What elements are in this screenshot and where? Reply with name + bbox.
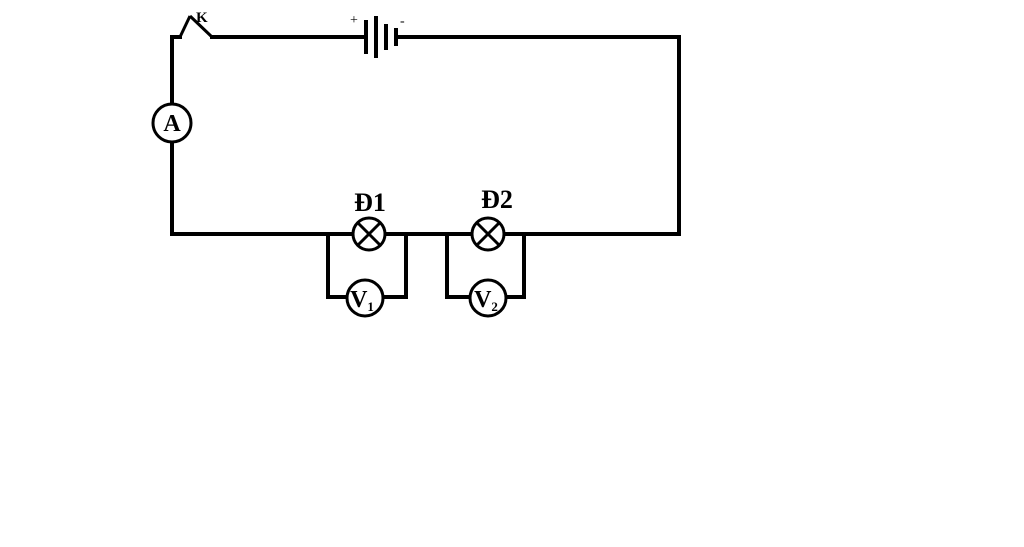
ammeter-circle — [151, 102, 193, 144]
voltmeter-1-letter: V — [350, 287, 368, 313]
switch-arm — [188, 14, 214, 39]
voltmeter-2-label: V2 — [474, 287, 498, 314]
voltmeter-2-letter: V — [474, 287, 492, 313]
battery-minus-label: - — [400, 14, 405, 29]
switch-label: K — [196, 10, 208, 26]
ammeter: A — [151, 102, 193, 144]
voltmeter-1-branch: V1 — [326, 232, 408, 318]
lamp-1-label: Đ1 — [354, 188, 386, 217]
battery-plus-label: + — [350, 13, 358, 28]
voltmeter-1-subscript: 1 — [367, 299, 374, 314]
switch-blade — [178, 15, 192, 38]
voltmeter-1-circle — [345, 278, 385, 318]
voltmeter-2-circle — [468, 278, 508, 318]
ammeter-label: A — [163, 111, 181, 137]
voltmeter-1-label: V1 — [350, 287, 374, 314]
lamp-2-cross-b — [475, 221, 501, 247]
lamp-2: Đ2 — [470, 185, 513, 252]
lamp-2-label: Đ2 — [481, 185, 513, 214]
main-wires — [170, 35, 681, 236]
battery: + - — [350, 13, 405, 58]
voltmeter-2-branch: V2 — [445, 232, 526, 318]
voltmeter-2-subscript: 2 — [491, 299, 498, 314]
lamp-1: Đ1 — [351, 188, 387, 252]
switch-k: K — [170, 10, 214, 39]
lamp-1-cross-b — [356, 221, 382, 247]
